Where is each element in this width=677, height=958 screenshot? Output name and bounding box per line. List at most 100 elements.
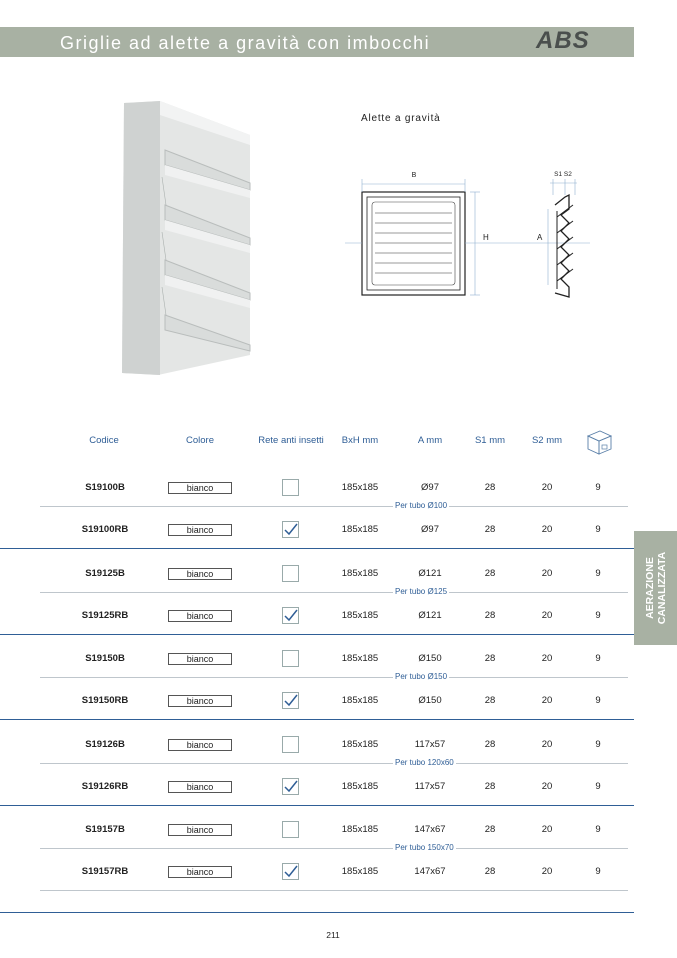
pack-quantity: 9 [595, 568, 601, 579]
dim-label-a: A [537, 233, 543, 242]
bxh-dimension: 185x185 [341, 482, 379, 493]
s2-dimension: 20 [541, 866, 553, 877]
dim-label-b: B [412, 172, 417, 179]
color-field: bianco [168, 824, 232, 836]
bxh-dimension: 185x185 [341, 653, 379, 664]
insect-net-checkbox [282, 565, 299, 582]
insect-net-checkbox [282, 479, 299, 496]
pack-quantity: 9 [595, 824, 601, 835]
s2-dimension: 20 [541, 824, 553, 835]
s2-dimension: 20 [541, 739, 553, 750]
page-number: 211 [326, 930, 340, 940]
tube-size-label: Per tubo Ø100 [393, 501, 450, 510]
dim-label-h: H [483, 233, 489, 242]
color-field: bianco [168, 781, 232, 793]
column-header-s2: S2 mm [531, 435, 563, 446]
table-row: S19125B bianco 185x185 Ø121 28 20 9 [0, 565, 677, 592]
a-dimension: 147x67 [414, 824, 446, 835]
pack-quantity: 9 [595, 695, 601, 706]
s1-dimension: 28 [484, 653, 496, 664]
product-code: S19125RB [81, 610, 129, 621]
bxh-dimension: 185x185 [341, 866, 379, 877]
bxh-dimension: 185x185 [341, 824, 379, 835]
bxh-dimension: 185x185 [341, 610, 379, 621]
group-divider [0, 634, 634, 635]
table-row: S19100B bianco 185x185 Ø97 28 20 9 [0, 479, 677, 506]
column-header-a: A mm [417, 435, 443, 446]
row-divider [40, 506, 628, 507]
product-code: S19126RB [81, 781, 129, 792]
a-dimension: Ø150 [418, 653, 442, 664]
tube-size-label: Per tubo 120x60 [393, 758, 456, 767]
insect-net-checkbox [282, 692, 299, 709]
s1-dimension: 28 [484, 524, 496, 535]
bxh-dimension: 185x185 [341, 695, 379, 706]
s2-dimension: 20 [541, 482, 553, 493]
s1-dimension: 28 [484, 866, 496, 877]
a-dimension: Ø97 [421, 482, 439, 493]
s2-dimension: 20 [541, 524, 553, 535]
row-divider [40, 848, 628, 849]
s2-dimension: 20 [541, 568, 553, 579]
color-field: bianco [168, 482, 232, 494]
column-header-net: Rete anti insetti [258, 435, 324, 446]
product-code: S19157B [85, 824, 125, 835]
a-dimension: Ø121 [418, 568, 442, 579]
checkmark-icon [284, 694, 298, 707]
bxh-dimension: 185x185 [341, 781, 379, 792]
product-code: S19100B [85, 482, 125, 493]
color-field: bianco [168, 568, 232, 580]
color-field: bianco [168, 866, 232, 878]
column-header-color: Colore [186, 435, 214, 446]
group-divider [0, 719, 634, 720]
footer-divider [0, 912, 634, 913]
diagram-title: Alette a gravità [361, 113, 441, 124]
row-divider [40, 677, 628, 678]
tube-size-label: Per tubo 150x70 [393, 843, 456, 852]
product-code: S19150RB [81, 695, 129, 706]
bxh-dimension: 185x185 [341, 568, 379, 579]
pack-quantity: 9 [595, 866, 601, 877]
s1-dimension: 28 [484, 482, 496, 493]
color-field: bianco [168, 524, 232, 536]
product-code: S19100RB [81, 524, 129, 535]
pack-quantity: 9 [595, 524, 601, 535]
checkmark-icon [284, 780, 298, 793]
box-icon [586, 430, 613, 455]
color-field: bianco [168, 653, 232, 665]
color-field: bianco [168, 695, 232, 707]
dim-label-s1-s2: S1 S2 [554, 171, 572, 178]
pack-quantity: 9 [595, 482, 601, 493]
color-field: bianco [168, 739, 232, 751]
s1-dimension: 28 [484, 610, 496, 621]
pack-quantity: 9 [595, 610, 601, 621]
column-header-code: Codice [89, 435, 119, 446]
s2-dimension: 20 [541, 653, 553, 664]
a-dimension: 147x67 [414, 866, 446, 877]
insect-net-checkbox [282, 736, 299, 753]
column-header-s1: S1 mm [474, 435, 506, 446]
pack-quantity: 9 [595, 653, 601, 664]
page-title: Griglie ad alette a gravità con imbocchi [60, 33, 431, 53]
group-divider [0, 805, 634, 806]
tube-size-label: Per tubo Ø150 [393, 672, 450, 681]
product-code: S19126B [85, 739, 125, 750]
pack-quantity: 9 [595, 739, 601, 750]
group-divider [40, 890, 628, 891]
insect-net-checkbox [282, 863, 299, 880]
product-code: S19125B [85, 568, 125, 579]
bxh-dimension: 185x185 [341, 524, 379, 535]
group-divider [0, 548, 634, 549]
s1-dimension: 28 [484, 739, 496, 750]
insect-net-checkbox [282, 650, 299, 667]
s1-dimension: 28 [484, 568, 496, 579]
